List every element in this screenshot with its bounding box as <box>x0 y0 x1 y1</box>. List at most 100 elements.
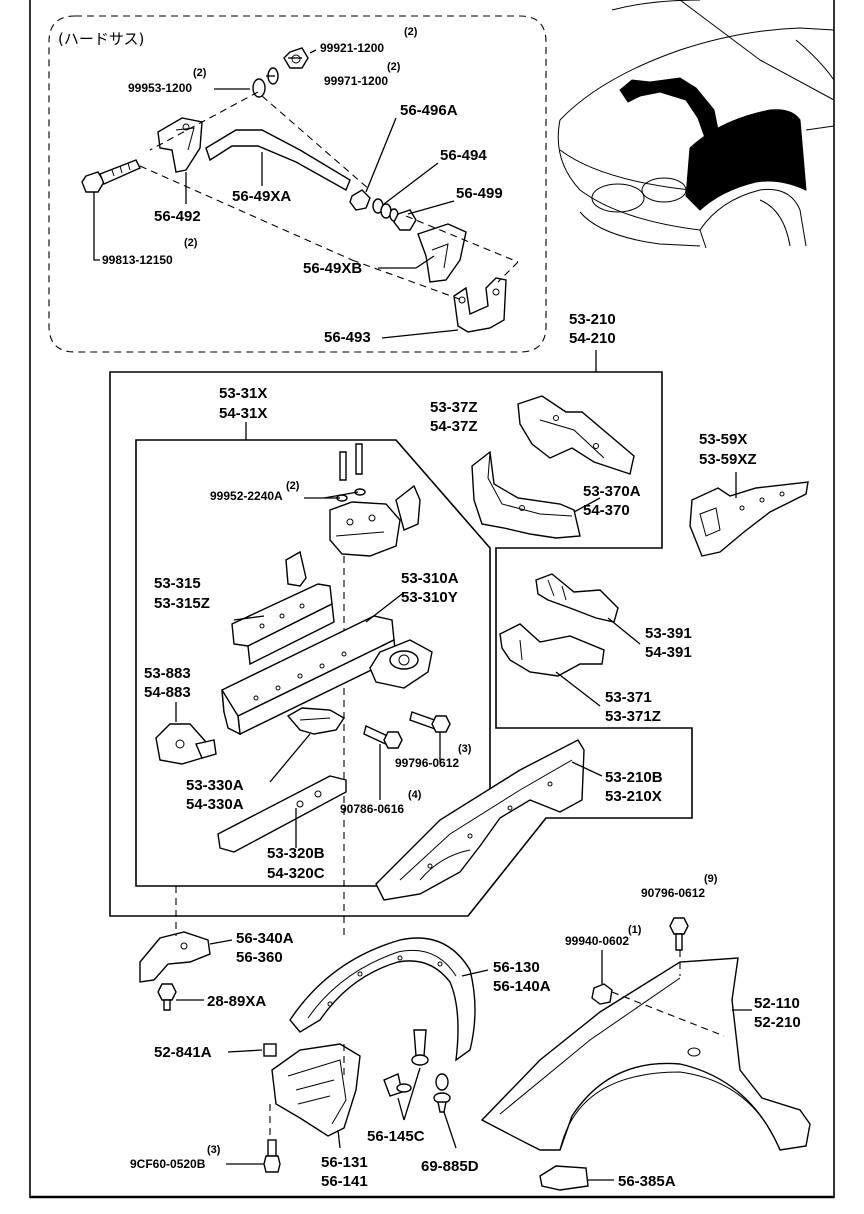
plate-53-320b: 53-320B 54-320C <box>217 775 347 882</box>
label-53-371: 53-371 <box>605 689 652 706</box>
label-90786-0616: 90786-0616 <box>340 802 404 816</box>
qty-9cf60: (3) <box>207 1144 221 1156</box>
bolt-90796: (9) 90796-0612 <box>641 873 718 951</box>
label-56-145c: 56-145C <box>367 1128 425 1145</box>
label-56-360: 56-360 <box>236 949 283 966</box>
label-54-883: 54-883 <box>144 684 191 701</box>
label-9cf60-0520b: 9CF60-0520B <box>130 1157 206 1171</box>
label-53-37z: 53-37Z <box>430 399 478 416</box>
inner-fender-56-130: 56-130 56-140A <box>289 937 551 1062</box>
bracket-53-37z: 53-37Z 54-37Z <box>430 395 635 475</box>
qty-99796: (3) <box>458 743 472 755</box>
label-56-492: 56-492 <box>154 208 201 225</box>
bolt-99813 <box>81 159 141 193</box>
apron-53-210b: 53-210B 53-210X <box>375 739 663 901</box>
nut-99940: (1) 99940-0602 <box>565 924 642 1005</box>
shock-mount <box>369 639 433 689</box>
label-99796-0612: 99796-0612 <box>395 756 459 770</box>
bracket-53-59x: 53-59X 53-59XZ <box>689 431 809 557</box>
nut-52-841a: 52-841A <box>154 1043 277 1061</box>
qty-90786: (4) <box>408 789 422 801</box>
label-56-385a: 56-385A <box>618 1173 676 1190</box>
bracket-53-330a: 53-330A 54-330A <box>186 707 345 813</box>
bracket-56-492 <box>157 117 203 173</box>
qty-99921: (2) <box>404 26 418 38</box>
label-54-370: 54-370 <box>583 502 630 519</box>
label-53-310a: 53-310A <box>401 570 459 587</box>
label-56-340a: 56-340A <box>236 930 294 947</box>
qty-99953: (2) <box>193 67 207 79</box>
label-56-49xa: 56-49XA <box>232 188 291 205</box>
qty-99952: (2) <box>286 480 300 492</box>
label-53-31x: 53-31X <box>219 385 267 402</box>
label-56-140a: 56-140A <box>493 978 551 995</box>
screw-9cf60: (3) 9CF60-0520B <box>130 1139 281 1173</box>
bolt-28-89xa: 28-89XA <box>157 983 266 1011</box>
bracket-53-391: 53-391 54-391 <box>535 573 692 661</box>
clips-56-145c: 56-145C <box>367 1029 429 1145</box>
label-99921-1200: 99921-1200 <box>320 41 384 55</box>
label-56-494: 56-494 <box>440 147 487 164</box>
frame-rail-53-310a: 53-310A 53-310Y <box>221 570 459 736</box>
bracket-56-493 <box>453 277 507 333</box>
label-69-885d: 69-885D <box>421 1158 479 1175</box>
bushing-56-494 <box>372 198 399 222</box>
bracket-56-49xb <box>417 223 467 283</box>
label-53-59x: 53-59X <box>699 431 747 448</box>
label-99953-1200: 99953-1200 <box>128 81 192 95</box>
label-54-391: 54-391 <box>645 644 692 661</box>
member-53-315: 53-315 53-315Z <box>154 575 335 666</box>
label-53-370a: 53-370A <box>583 483 641 500</box>
label-53-210: 53-210 <box>569 311 616 328</box>
label-52-110: 52-110 <box>754 995 800 1012</box>
qty-90796: (9) <box>704 873 718 885</box>
label-99952-2240a: 99952-2240A <box>210 489 283 503</box>
bracket-53-370a: 53-370A 54-370 <box>471 450 641 539</box>
label-53-883: 53-883 <box>144 665 191 682</box>
label-53-391: 53-391 <box>645 625 692 642</box>
clip-69-885d: 69-885D <box>421 1073 479 1175</box>
label-54-330a: 54-330A <box>186 796 244 813</box>
stay-bar-56-49xa <box>205 129 351 192</box>
bracket-53-371: 53-371 53-371Z <box>499 623 661 725</box>
label-90796-0612: 90796-0612 <box>641 886 705 900</box>
label-53-315: 53-315 <box>154 575 201 592</box>
label-53-330a: 53-330A <box>186 777 244 794</box>
pad-56-385a: 56-385A <box>539 1165 676 1191</box>
label-54-210: 54-210 <box>569 330 616 347</box>
label-56-131: 56-131 <box>321 1154 368 1171</box>
apron-assembly-box: 53-210 54-210 <box>109 311 693 917</box>
label-53-210b: 53-210B <box>605 769 663 786</box>
label-53-210x: 53-210X <box>605 788 662 805</box>
label-52-210: 52-210 <box>754 1014 801 1031</box>
label-28-89xa: 28-89XA <box>207 993 266 1010</box>
label-53-59xz: 53-59XZ <box>699 451 757 468</box>
front-fender-52-110: 52-110 52-210 <box>480 950 811 1151</box>
label-56-493: 56-493 <box>324 329 371 346</box>
label-54-320c: 54-320C <box>267 865 325 882</box>
label-54-37z: 54-37Z <box>430 418 478 435</box>
vehicle-location-sketch <box>557 0 835 249</box>
label-52-841a: 52-841A <box>154 1044 212 1061</box>
small-bracket <box>285 550 307 587</box>
splash-shield-56-131: 56-131 56-141 <box>271 1043 368 1190</box>
label-99813-12150: 99813-12150 <box>102 253 173 267</box>
label-99971-1200: 99971-1200 <box>324 74 388 88</box>
label-56-496a: 56-496A <box>400 102 458 119</box>
clip-53-883: 53-883 54-883 <box>144 665 217 765</box>
qty-99940: (1) <box>628 924 642 936</box>
nut-56-496a <box>349 189 371 211</box>
hard-suspension-note: (ハードサス) <box>58 30 144 48</box>
label-56-49xb: 56-49XB <box>303 260 362 277</box>
qty-99813: (2) <box>184 237 198 249</box>
label-99940-0602: 99940-0602 <box>565 934 629 948</box>
qty-99971: (2) <box>387 61 401 73</box>
bolt-99796: (3) 99796-0612 <box>395 711 472 770</box>
label-56-141: 56-141 <box>321 1173 368 1190</box>
bracket-56-340a: 56-340A 56-360 <box>139 930 294 983</box>
label-53-320b: 53-320B <box>267 845 325 862</box>
page-frame <box>29 0 835 1199</box>
shock-tower-top: (2) 99952-2240A <box>210 443 421 557</box>
label-53-310y: 53-310Y <box>401 589 458 606</box>
